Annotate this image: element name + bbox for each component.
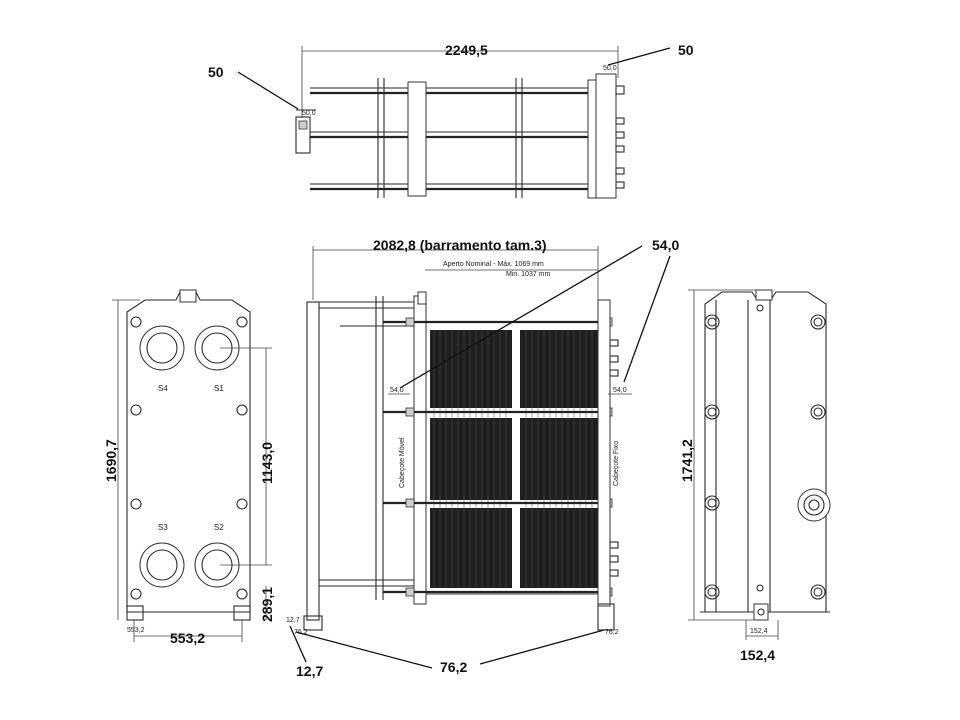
port-s3	[139, 542, 185, 588]
head-moving-label: Cabeçote Móvel	[399, 437, 406, 488]
right-small-width: 152,4	[750, 628, 768, 635]
front-aperture-2: Min. 1037 mm	[506, 271, 551, 278]
front-small-76-2-right: 76,2	[605, 629, 619, 636]
front-view: 2082,8 (barramento tam.3) Aperto Nominal…	[286, 237, 679, 679]
port-label-s2: S2	[214, 523, 224, 532]
top-view: 2249,5 50,0 50,0 50 50	[208, 42, 694, 199]
left-port-spacing: 1143,0	[259, 442, 275, 484]
top-small-right-dim: 50,0	[603, 65, 617, 72]
top-callout-right: 50	[678, 42, 694, 58]
left-width: 553,2	[170, 630, 205, 646]
front-callout-54: 54,0	[652, 237, 679, 253]
port-label-s4: S4	[158, 384, 168, 393]
left-bottom-dim: 289,1	[259, 587, 275, 622]
front-dim-76-2: 76,2	[440, 659, 467, 675]
front-small-54-right: 54,0	[613, 387, 627, 394]
port-s4	[139, 325, 185, 371]
right-width: 152,4	[740, 647, 775, 663]
top-callout-left: 50	[208, 64, 224, 80]
side-port	[797, 488, 831, 522]
front-aperture-1: Aperto Nominal - Máx. 1069 mm	[443, 261, 544, 268]
front-small-12-7: 12,7	[286, 617, 300, 624]
top-small-left-dim: 50,0	[302, 110, 316, 117]
front-small-76-2-left: 76,2	[294, 629, 308, 636]
right-height: 1741,2	[679, 439, 695, 482]
front-small-54-left: 54,0	[390, 387, 404, 394]
top-overall-length: 2249,5	[445, 42, 488, 58]
left-view: S4 S1 S3 S2 1690,7 1143,0 289,1 553,2 55…	[103, 289, 275, 646]
front-dim-12-7: 12,7	[296, 663, 323, 679]
right-view: 1741,2 152,4 152,4	[679, 289, 831, 663]
left-height: 1690,7	[103, 439, 119, 482]
front-length: 2082,8 (barramento tam.3)	[373, 237, 547, 253]
port-label-s3: S3	[158, 523, 168, 532]
left-small-width: 553,2	[127, 627, 145, 634]
head-fixed-label: Cabeçote Fixo	[613, 441, 620, 486]
port-label-s1: S1	[214, 384, 224, 393]
